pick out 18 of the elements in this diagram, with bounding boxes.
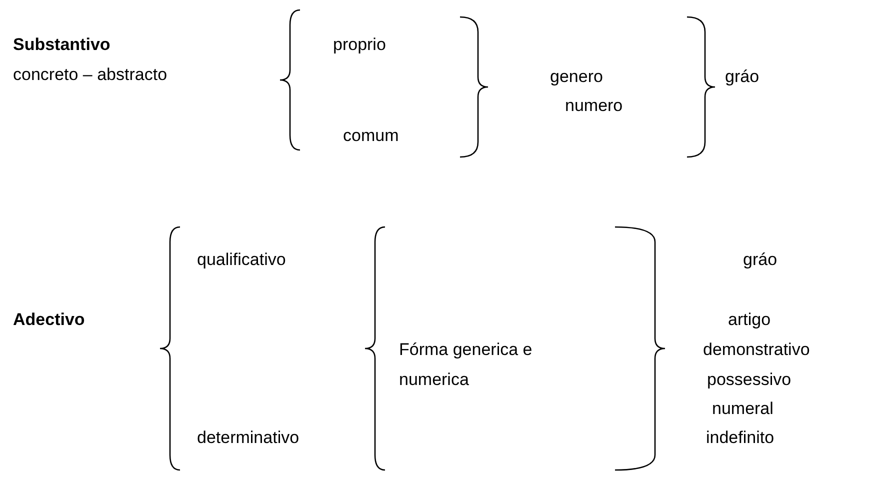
term-label: qualificativo (197, 250, 286, 270)
term-label: genero (550, 67, 603, 87)
term-label: Fórma generica e (399, 340, 532, 360)
term-label: proprio (333, 35, 386, 55)
term-label: gráo (743, 250, 778, 270)
term-label: indefinito (706, 428, 774, 448)
term-label: artigo (728, 310, 771, 330)
category-heading: Substantivo (13, 35, 110, 55)
term-label: numerica (399, 370, 469, 390)
term-label: determinativo (197, 428, 300, 448)
term-label: demonstrativo (703, 340, 810, 360)
subtitle: concreto – abstracto (13, 65, 168, 85)
term-label: gráo (725, 67, 760, 87)
category-heading: Adectivo (13, 310, 85, 330)
term-label: comum (343, 126, 399, 146)
term-label: possessivo (707, 370, 792, 390)
term-label: numeral (712, 399, 774, 419)
term-label: numero (565, 96, 623, 116)
